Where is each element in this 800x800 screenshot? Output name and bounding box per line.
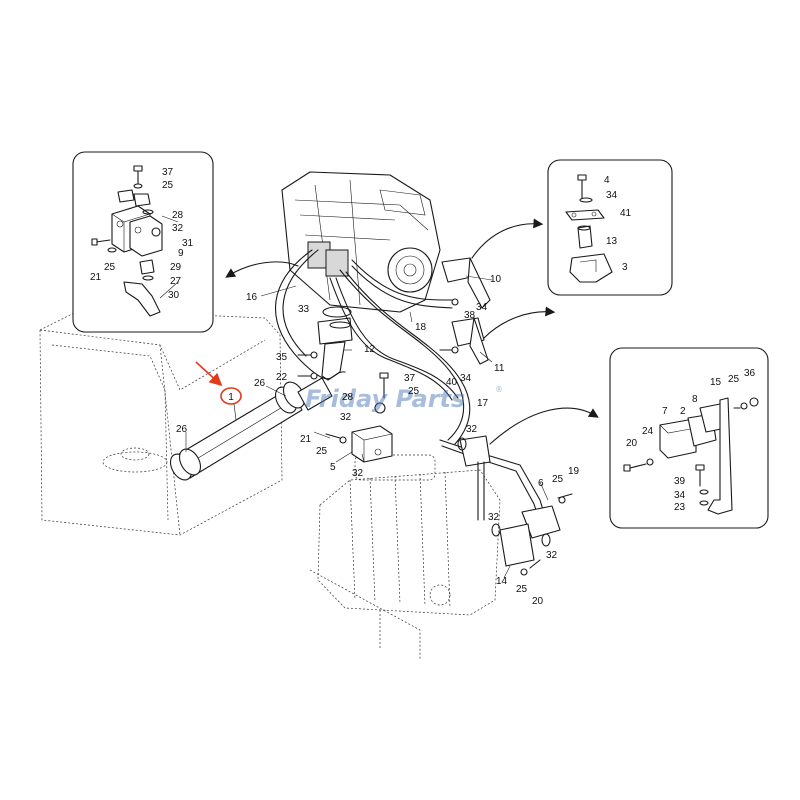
hoses (275, 249, 471, 445)
callout-25b: 25 (316, 446, 328, 457)
callout-6: 6 (538, 478, 544, 489)
callout-30-tl: 30 (168, 290, 180, 301)
watermark-text: Friday Parts (305, 385, 465, 413)
callout-19: 19 (568, 466, 580, 477)
callout-32c: 32 (466, 424, 478, 435)
suction-flange (317, 306, 353, 381)
detail-box-top-right (547, 159, 673, 296)
callout-8-r: 8 (692, 394, 698, 405)
leader-lines (159, 215, 549, 579)
callout-34b: 34 (460, 373, 472, 384)
callout-34-tr: 34 (606, 190, 618, 201)
callout-26: 26 (254, 378, 266, 389)
bracket-11 (451, 317, 489, 365)
detail-box-top-left (72, 151, 214, 333)
callout-26b: 26 (176, 424, 188, 435)
callout-41-tr: 41 (620, 208, 632, 219)
callout-12: 12 (364, 344, 376, 355)
callout-32: 32 (340, 412, 352, 423)
callout-9-tl: 9 (178, 248, 184, 259)
callout-10: 10 (490, 274, 502, 285)
callout-7-r: 7 (662, 406, 668, 417)
callout-37-tl: 37 (162, 167, 174, 178)
callout-34: 34 (476, 302, 488, 313)
pump-valve-blocks (307, 241, 349, 277)
callout-20: 20 (532, 596, 544, 607)
callout-25: 25 (408, 386, 420, 397)
callout-14: 14 (496, 576, 508, 587)
suction-hose (169, 377, 333, 481)
detail-arrows (225, 218, 599, 445)
callout-38: 38 (464, 310, 476, 321)
callout-5: 5 (330, 462, 336, 473)
callout-28-tl: 28 (172, 210, 184, 221)
callout-13-tr: 13 (606, 236, 618, 247)
callout-3-tr: 3 (622, 262, 628, 273)
callout-1: 1 (228, 392, 234, 403)
callout-34-r: 34 (674, 490, 686, 501)
callout-35: 35 (276, 352, 288, 363)
callout-17: 17 (477, 398, 489, 409)
callout-25-tl: 25 (162, 180, 174, 191)
callout-32e: 32 (546, 550, 558, 561)
callout-18: 18 (415, 322, 427, 333)
callout-4-tr: 4 (604, 175, 610, 186)
detail-box-right (609, 347, 769, 529)
callout-36-r: 36 (744, 368, 756, 379)
callout-21-tl: 21 (90, 272, 102, 283)
watermark-registered: ® (495, 385, 503, 394)
callout-25-r: 25 (728, 374, 740, 385)
callout-22: 22 (276, 372, 288, 383)
callout-31-tl: 31 (182, 238, 194, 249)
callout-39-r: 39 (674, 476, 686, 487)
callout-27-tl: 27 (170, 276, 182, 287)
hydraulic-pump (281, 171, 441, 313)
highlight-marker (195, 361, 242, 405)
callout-25b-tl: 25 (104, 262, 116, 273)
callout-40: 40 (446, 377, 458, 388)
callout-28: 28 (342, 392, 354, 403)
callout-29-tl: 29 (170, 262, 182, 273)
callout-11: 11 (494, 363, 505, 374)
callout-23-r: 23 (674, 502, 686, 513)
callout-32-tl: 32 (172, 223, 184, 234)
callout-labels: 1 26 26 16 33 35 22 12 37 25 28 32 21 25… (90, 167, 756, 607)
callout-33: 33 (298, 304, 310, 315)
block-5 (351, 425, 393, 463)
callout-25c: 25 (552, 474, 564, 485)
control-valve (309, 454, 501, 660)
callout-25d: 25 (516, 584, 528, 595)
pilot-tube-assembly (439, 435, 561, 567)
callout-15-r: 15 (710, 377, 722, 388)
callout-32b: 32 (352, 468, 364, 479)
callout-37: 37 (404, 373, 416, 384)
main-hardware (297, 298, 573, 576)
callout-32d: 32 (488, 512, 500, 523)
callout-21: 21 (300, 434, 312, 445)
callout-20-r: 20 (626, 438, 638, 449)
callout-24-r: 24 (642, 426, 654, 437)
callout-2-r: 2 (680, 406, 686, 417)
callout-16: 16 (246, 292, 258, 303)
